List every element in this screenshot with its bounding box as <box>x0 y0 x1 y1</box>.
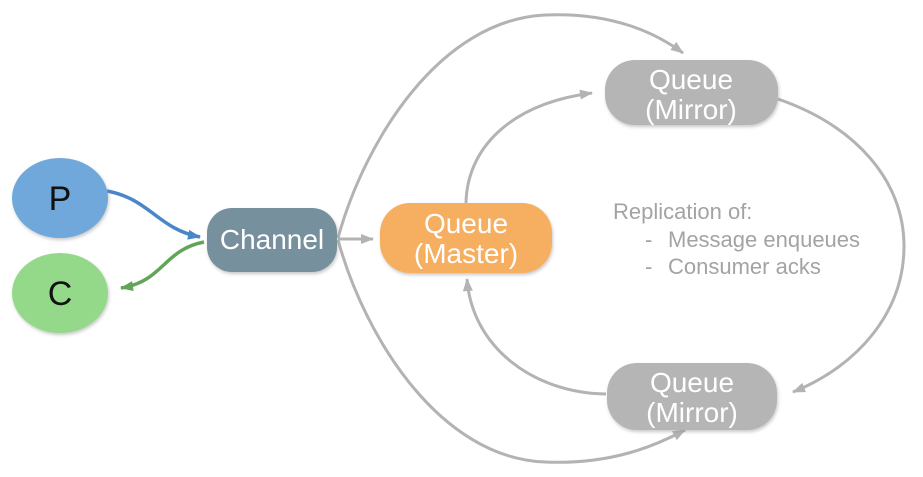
queue-master-shape <box>380 203 552 273</box>
replication-note: Replication of: - Message enqueues - Con… <box>613 199 860 279</box>
queue-master-label-line1: Queue <box>424 208 508 239</box>
node-queue-mirror-top: Queue (Mirror) <box>605 60 778 125</box>
node-queue-master: Queue (Master) <box>380 203 552 273</box>
queue-mirror-bottom-label-line2: (Mirror) <box>646 397 738 428</box>
channel-shape <box>207 208 337 272</box>
edge-master-to-mirror-top <box>464 89 593 204</box>
replication-note-heading: Replication of: <box>613 199 752 224</box>
edge-producer-to-channel <box>106 189 201 240</box>
queue-mirror-top-label-line1: Queue <box>649 64 733 95</box>
queue-master-label-line2: (Master) <box>414 238 518 269</box>
queue-mirror-bottom-shape <box>607 363 777 430</box>
producer-shape <box>12 158 108 238</box>
queue-mirror-top-label-line2: (Mirror) <box>645 94 737 125</box>
replication-note-bullet1-text: Message enqueues <box>668 227 860 252</box>
consumer-shape <box>12 253 108 333</box>
node-queue-mirror-bottom: Queue (Mirror) <box>607 363 777 430</box>
replication-note-bullet1-marker: - <box>645 227 652 252</box>
node-channel: Channel <box>207 208 337 272</box>
producer-label: P <box>49 180 72 218</box>
edge-mirror-top-to-mirror-bottom <box>777 97 906 394</box>
consumer-label: C <box>48 275 73 313</box>
edge-channel-to-mirror-top <box>336 13 684 239</box>
edge-channel-to-mirror-bottom <box>336 239 686 464</box>
replication-note-bullet2-marker: - <box>645 254 652 279</box>
edges-layer <box>106 13 906 464</box>
node-producer: P <box>12 158 108 238</box>
replication-note-bullet2-text: Consumer acks <box>668 254 821 279</box>
queue-mirror-top-shape <box>605 60 778 125</box>
edge-channel-to-consumer <box>120 240 205 291</box>
edge-mirror-bottom-to-master <box>462 278 607 396</box>
queue-mirror-bottom-label-line1: Queue <box>650 367 734 398</box>
channel-label: Channel <box>220 224 324 255</box>
node-consumer: C <box>12 253 108 333</box>
